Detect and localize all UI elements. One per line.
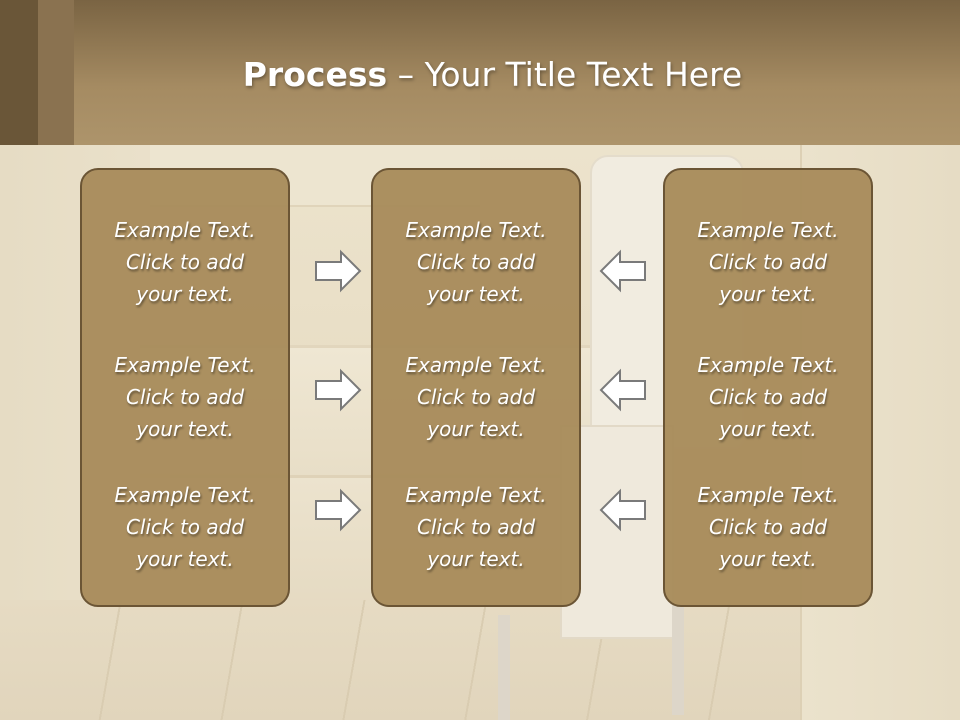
process-text[interactable]: Example Text. Click to add your text. xyxy=(405,218,547,306)
process-box-center[interactable]: Example Text. Click to add your text. Ex… xyxy=(371,168,581,607)
slide-title-bold: Process xyxy=(242,55,388,94)
process-text[interactable]: Example Text. Click to add your text. xyxy=(697,483,839,571)
title-bar-accent-dark xyxy=(0,0,38,145)
title-bar-accent-medium xyxy=(38,0,74,145)
process-box-left[interactable]: Example Text. Click to add your text. Ex… xyxy=(80,168,290,607)
right-arrow-icon xyxy=(315,368,362,412)
process-text[interactable]: Example Text. Click to add your text. xyxy=(697,353,839,441)
process-text[interactable]: Example Text. Click to add your text. xyxy=(114,218,256,306)
left-arrow-icon xyxy=(599,368,646,412)
background-chair-leg xyxy=(672,605,684,715)
left-arrow-icon xyxy=(599,488,646,532)
process-text[interactable]: Example Text. Click to add your text. xyxy=(114,483,256,571)
process-text[interactable]: Example Text. Click to add your text. xyxy=(405,483,547,571)
process-text[interactable]: Example Text. Click to add your text. xyxy=(114,353,256,441)
title-bar: Process – Your Title Text Here xyxy=(0,0,960,145)
slide-title[interactable]: Process – Your Title Text Here xyxy=(0,52,960,98)
right-arrow-icon xyxy=(315,488,362,532)
right-arrow-icon xyxy=(315,249,362,293)
process-text[interactable]: Example Text. Click to add your text. xyxy=(697,218,839,306)
slide-title-rest: – Your Title Text Here xyxy=(387,55,743,94)
process-box-right[interactable]: Example Text. Click to add your text. Ex… xyxy=(663,168,873,607)
left-arrow-icon xyxy=(599,249,646,293)
process-text[interactable]: Example Text. Click to add your text. xyxy=(405,353,547,441)
background-chair-leg xyxy=(498,615,510,720)
